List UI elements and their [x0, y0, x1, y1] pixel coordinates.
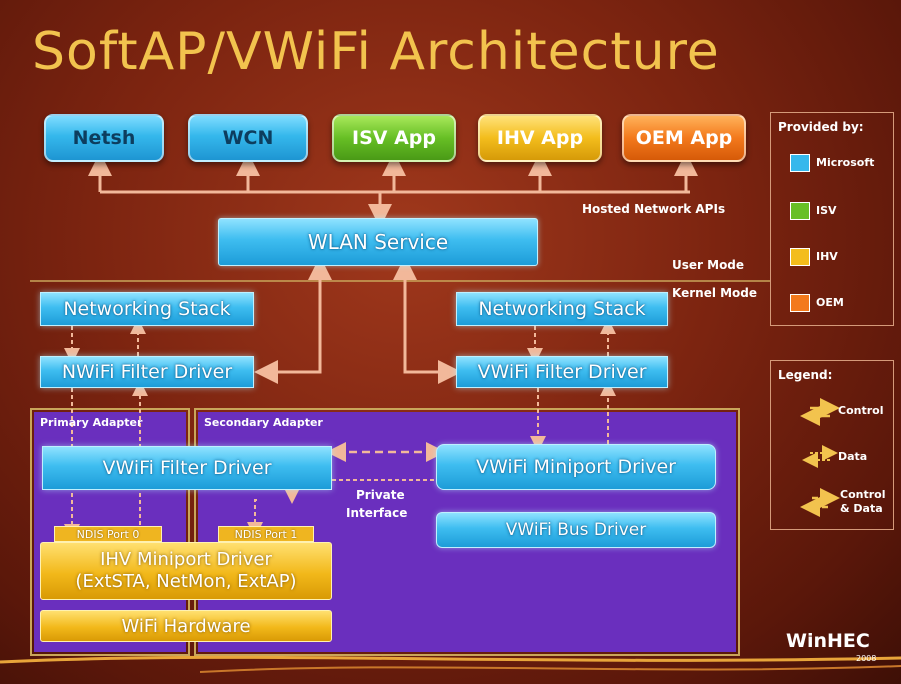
legend-control-data-label-line1: Control [840, 488, 886, 501]
isv-swatch [790, 202, 810, 220]
provided-by-heading: Provided by: [778, 120, 864, 134]
winhec-logo-text: WinHEC [786, 630, 870, 652]
left-networking-stack-box: Networking Stack [40, 292, 254, 326]
wifi-hardware-box: WiFi Hardware [40, 610, 332, 642]
provided-by-panel [770, 112, 894, 326]
wlan-service-box: WLAN Service [218, 218, 538, 266]
user-mode-label: User Mode [672, 258, 745, 272]
ihv-legend-label: IHV [816, 250, 838, 263]
slide-title: SoftAP/VWiFi Architecture [32, 22, 720, 82]
primary-adapter-frame [30, 408, 190, 656]
isv-app-box: ISV App [332, 114, 456, 162]
vwifi-filter-driver-box: VWiFi Filter Driver [42, 446, 332, 490]
ihv-miniport-line1: IHV Miniport Driver [100, 549, 272, 570]
netsh-box: Netsh [44, 114, 164, 162]
private-interface-label-line2: Interface [346, 506, 408, 520]
vwifi-miniport-driver-box: VWiFi Miniport Driver [436, 444, 716, 490]
secondary-adapter-frame [194, 408, 740, 656]
oem-legend-label: OEM [816, 296, 844, 309]
secondary-adapter-label: Secondary Adapter [204, 416, 323, 429]
hosted-network-apis-label: Hosted Network APIs [582, 202, 726, 216]
ihv-miniport-line2: (ExtSTA, NetMon, ExtAP) [75, 571, 297, 592]
isv-legend-label: ISV [816, 204, 837, 217]
wcn-box: WCN [188, 114, 308, 162]
legend-heading: Legend: [778, 368, 833, 382]
winhec-logo-year: 2008 [856, 654, 877, 663]
ihv-swatch [790, 248, 810, 266]
winhec-logo: WinHEC 2008 [786, 626, 886, 670]
legend-panel [770, 360, 894, 530]
ndis-port-1-label: NDIS Port 1 [218, 526, 314, 542]
private-interface-label-line1: Private [356, 488, 405, 502]
ihv-app-box: IHV App [478, 114, 602, 162]
right-networking-stack-box: Networking Stack [456, 292, 668, 326]
microsoft-legend-label: Microsoft [816, 156, 875, 169]
legend-data-label: Data [838, 450, 868, 463]
oem-swatch [790, 294, 810, 312]
legend-control-data-label-line2: & Data [840, 502, 883, 515]
right-vwifi-filter-driver-box: VWiFi Filter Driver [456, 356, 668, 388]
oem-app-box: OEM App [622, 114, 746, 162]
vwifi-bus-driver-box: VWiFi Bus Driver [436, 512, 716, 548]
ndis-port-0-label: NDIS Port 0 [54, 526, 162, 542]
kernel-mode-label: Kernel Mode [672, 286, 758, 300]
primary-adapter-label: Primary Adapter [40, 416, 143, 429]
nwifi-filter-driver-box: NWiFi Filter Driver [40, 356, 254, 388]
ihv-miniport-driver-box: IHV Miniport Driver (ExtSTA, NetMon, Ext… [40, 542, 332, 600]
legend-control-label: Control [838, 404, 884, 417]
microsoft-swatch [790, 154, 810, 172]
